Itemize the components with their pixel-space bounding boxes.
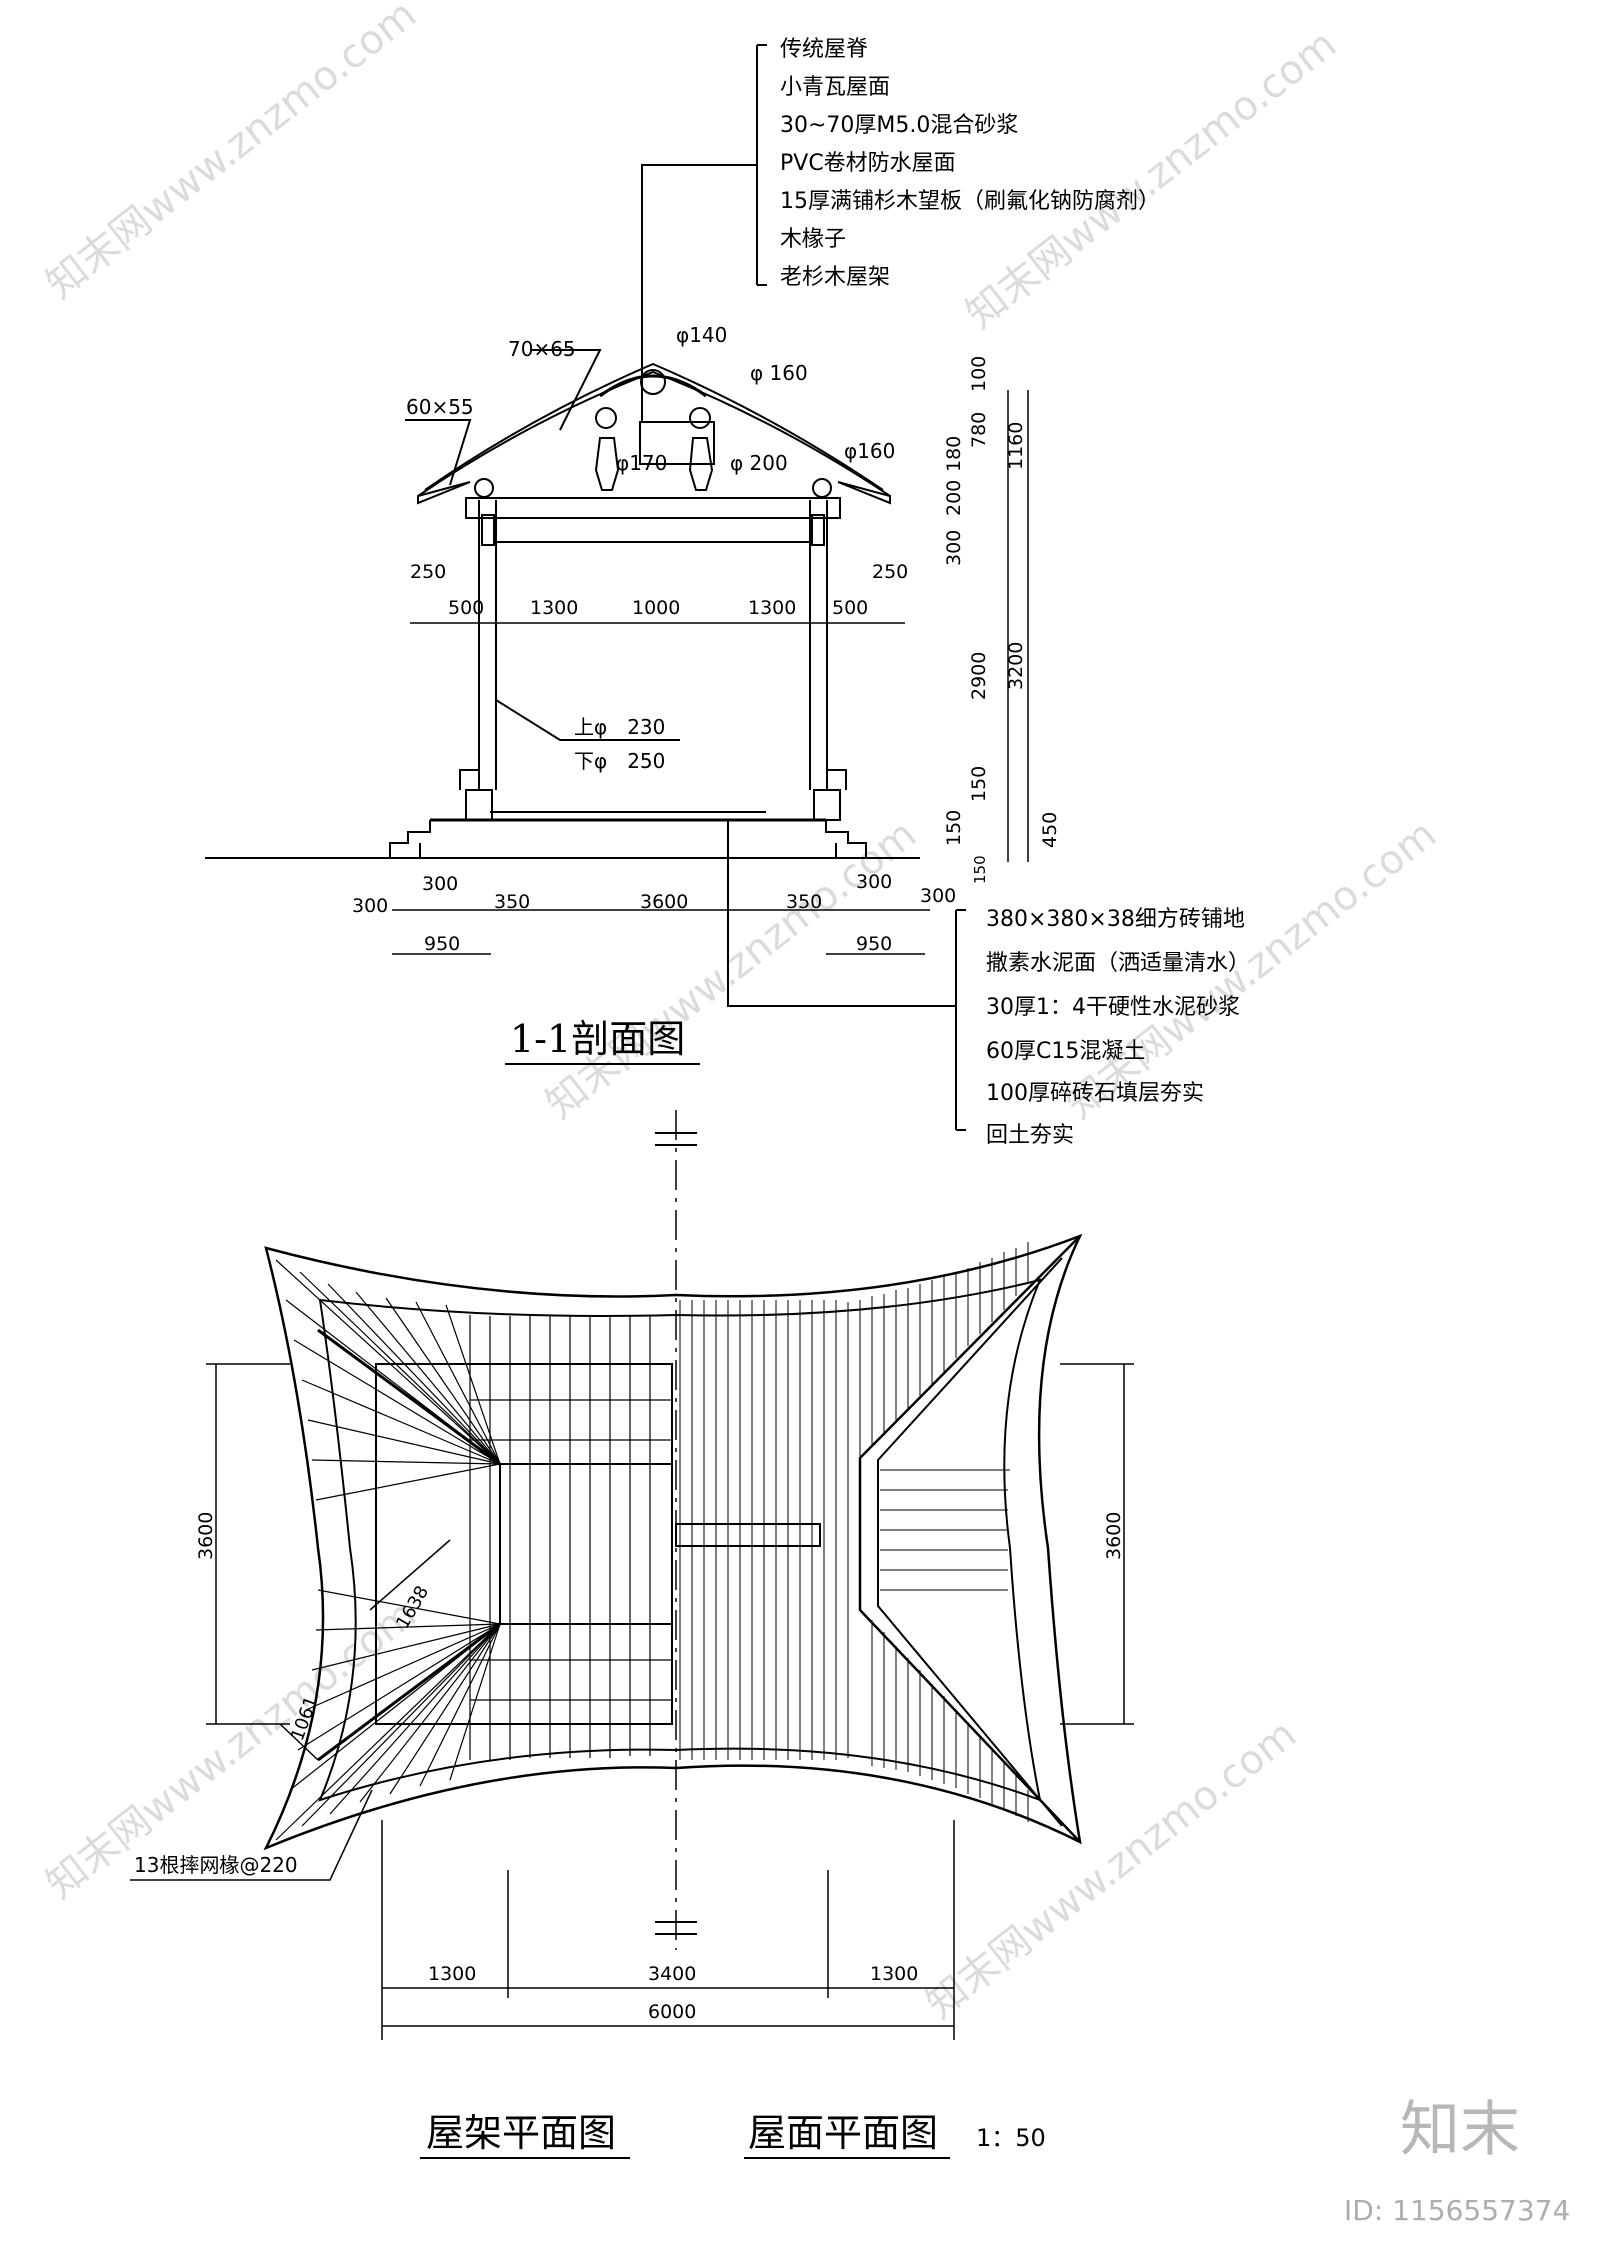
roof-layer: 木椽子 bbox=[780, 227, 846, 252]
floor-layer: 回土夯实 bbox=[986, 1123, 1074, 1148]
rafter-note: 13根摔网椽@220 bbox=[134, 1853, 298, 1877]
roof-layer: 15厚满铺杉木望板（刷氟化钠防腐剂） bbox=[780, 189, 1160, 214]
dim-label: 350 bbox=[786, 891, 822, 913]
rafter-label: 70×65 bbox=[508, 337, 576, 361]
dim-label: 300 bbox=[856, 871, 892, 893]
dim-label: 1300 bbox=[530, 597, 578, 619]
dim-label: 1300 bbox=[748, 597, 796, 619]
dim-label: 3600 bbox=[195, 1512, 217, 1560]
dim-label: 300 bbox=[422, 873, 458, 895]
roof-plan-title: 屋面平面图 bbox=[748, 2111, 938, 2155]
roof-hatch bbox=[679, 1242, 1029, 1822]
dim-label: 1160 bbox=[1005, 422, 1027, 470]
floor-layer: 100厚碎砖石填层夯实 bbox=[986, 1081, 1204, 1106]
dim-label: 350 bbox=[494, 891, 530, 913]
diameter-label: φ 200 bbox=[730, 451, 788, 475]
dim-label: 780 bbox=[968, 412, 990, 448]
roof-layer: 传统屋脊 bbox=[780, 37, 868, 62]
dim-label: 3600 bbox=[640, 891, 688, 913]
diameter-label: φ170 bbox=[616, 451, 667, 475]
floor-layer: 60厚C15混凝土 bbox=[986, 1039, 1145, 1064]
dim-label: 300 bbox=[920, 885, 956, 907]
dim-label: 1000 bbox=[632, 597, 680, 619]
plan-text: 3600 3600 1638 1061 13根摔网椽@220 1300 3400… bbox=[134, 1512, 1125, 2155]
scale-label: 1：50 bbox=[976, 2124, 1046, 2152]
floor-layer: 30厚1：4干硬性水泥砂浆 bbox=[986, 995, 1240, 1020]
dim-label: 100 bbox=[968, 356, 990, 392]
roof-layer: 老杉木屋架 bbox=[780, 265, 890, 290]
dim-label: 250 bbox=[872, 561, 908, 583]
diameter-label: φ140 bbox=[676, 323, 727, 347]
watermark: 知末网www.znzmo.com bbox=[38, 0, 425, 308]
brand-logo: 知末 bbox=[1400, 2095, 1520, 2165]
floor-layer: 撒素水泥面（洒适量清水） bbox=[986, 951, 1250, 976]
plan-dimensions bbox=[130, 1363, 1134, 2040]
plan-drawing bbox=[263, 1110, 1083, 1950]
roof-layer: 小青瓦屋面 bbox=[780, 75, 890, 100]
dim-label: 150 bbox=[971, 855, 989, 884]
dim-label: 450 bbox=[1039, 812, 1061, 848]
dim-label: 950 bbox=[856, 933, 892, 955]
dim-label: 180 bbox=[943, 436, 965, 472]
section-text: 传统屋脊 小青瓦屋面 30~70厚M5.0混合砂浆 PVC卷材防水屋面 15厚满… bbox=[352, 37, 1250, 1148]
dim-label: 500 bbox=[832, 597, 868, 619]
frame-rafters bbox=[275, 1259, 672, 1841]
dim-label: 3200 bbox=[1005, 642, 1027, 690]
roof-layer: 30~70厚M5.0混合砂浆 bbox=[780, 113, 1018, 138]
image-id: ID: 1156557374 bbox=[1344, 2194, 1570, 2227]
section-drawing bbox=[205, 44, 966, 1131]
dim-label: 200 bbox=[943, 480, 965, 516]
dim-label: 2900 bbox=[968, 652, 990, 700]
column-note: 上φ 230 bbox=[574, 715, 665, 739]
dim-label: 300 bbox=[352, 895, 388, 917]
dim-label: 300 bbox=[943, 530, 965, 566]
dim-label: 150 bbox=[943, 810, 965, 846]
branding: 知末 ID: 1156557374 bbox=[1344, 2095, 1570, 2227]
floor-layer: 380×380×38细方砖铺地 bbox=[986, 907, 1245, 932]
watermark: 知末网www.znzmo.com bbox=[958, 21, 1345, 338]
dim-label: 150 bbox=[968, 766, 990, 802]
frame-plan-title: 屋架平面图 bbox=[426, 2111, 616, 2155]
dim-label: 950 bbox=[424, 933, 460, 955]
dim-label: 3600 bbox=[1103, 1512, 1125, 1560]
watermark: 知末网www.znzmo.com bbox=[918, 1711, 1305, 2028]
diameter-label: φ160 bbox=[844, 439, 895, 463]
diameter-label: φ 160 bbox=[750, 361, 808, 385]
rafter-label: 60×55 bbox=[406, 395, 474, 419]
dim-label: 6000 bbox=[648, 2001, 696, 2023]
section-title: 1-1剖面图 bbox=[510, 1017, 685, 1061]
dim-label: 3400 bbox=[648, 1963, 696, 1985]
column-note: 下φ 250 bbox=[574, 749, 665, 773]
dim-label: 1300 bbox=[428, 1963, 476, 1985]
section-dimensions bbox=[392, 390, 1029, 955]
dim-label: 1300 bbox=[870, 1963, 918, 1985]
roof-layer: PVC卷材防水屋面 bbox=[780, 151, 956, 176]
dim-label: 250 bbox=[410, 561, 446, 583]
dim-label: 500 bbox=[448, 597, 484, 619]
